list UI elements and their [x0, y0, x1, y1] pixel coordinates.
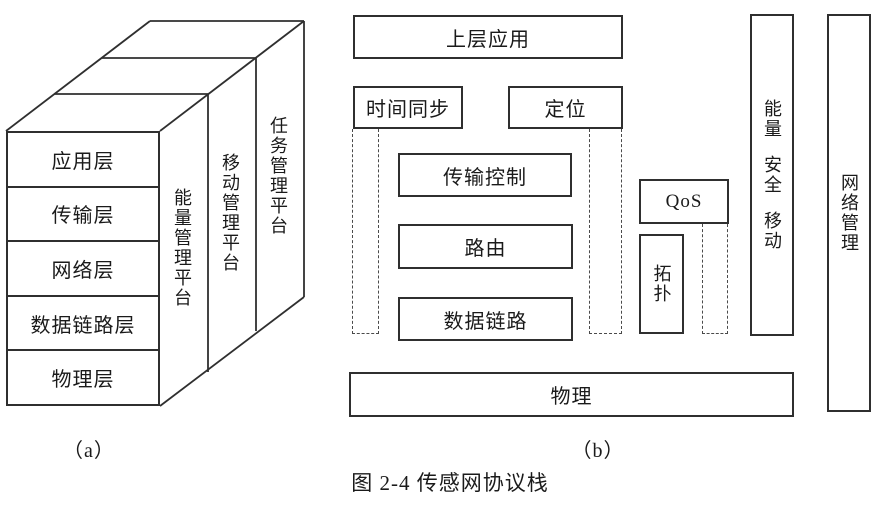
box-time-sync: 时间同步 — [353, 86, 463, 129]
figure-caption: 图 2-4 传感网协议栈 — [351, 471, 549, 495]
panel-a-label: （a） — [63, 440, 115, 462]
layer-application: 应用层 — [8, 133, 158, 188]
bar-network-management: 网络管理 — [827, 14, 871, 412]
cross-word-mobility: 移动 — [762, 211, 782, 251]
layer-stack: 应用层 传输层 网络层 数据链路层 物理层 — [6, 131, 160, 406]
box-data-link: 数据链路 — [398, 297, 573, 341]
box-physical: 物理 — [349, 372, 794, 417]
layer-physical: 物理层 — [51, 369, 115, 392]
bar-energy-security-mobility: 能量 安全 移动 — [750, 14, 794, 336]
layer-data-link: 数据链路层 — [8, 297, 158, 352]
dotted-plane-localization — [589, 129, 622, 334]
plane-task-management: 任务管理平台 — [268, 116, 288, 236]
network-mgmt-label: 网络管理 — [839, 173, 859, 253]
topology-label: 拓扑 — [651, 264, 672, 304]
box-qos: QoS — [639, 179, 729, 224]
panel-b-label: （b） — [571, 440, 625, 462]
dotted-plane-qos — [702, 224, 728, 334]
plane-energy-management: 能量管理平台 — [172, 188, 192, 308]
dotted-plane-time-sync — [352, 129, 379, 334]
box-localization: 定位 — [508, 86, 623, 129]
cross-word-energy: 能量 — [762, 99, 782, 139]
cross-word-security: 安全 — [762, 155, 782, 195]
box-topology: 拓扑 — [639, 234, 684, 334]
box-routing: 路由 — [398, 224, 573, 269]
layer-transport: 传输层 — [8, 188, 158, 243]
box-upper-application: 上层应用 — [353, 15, 623, 59]
layer-network: 网络层 — [8, 242, 158, 297]
plane-mobility-management: 移动管理平台 — [220, 153, 240, 273]
box-transport-control: 传输控制 — [398, 153, 572, 197]
